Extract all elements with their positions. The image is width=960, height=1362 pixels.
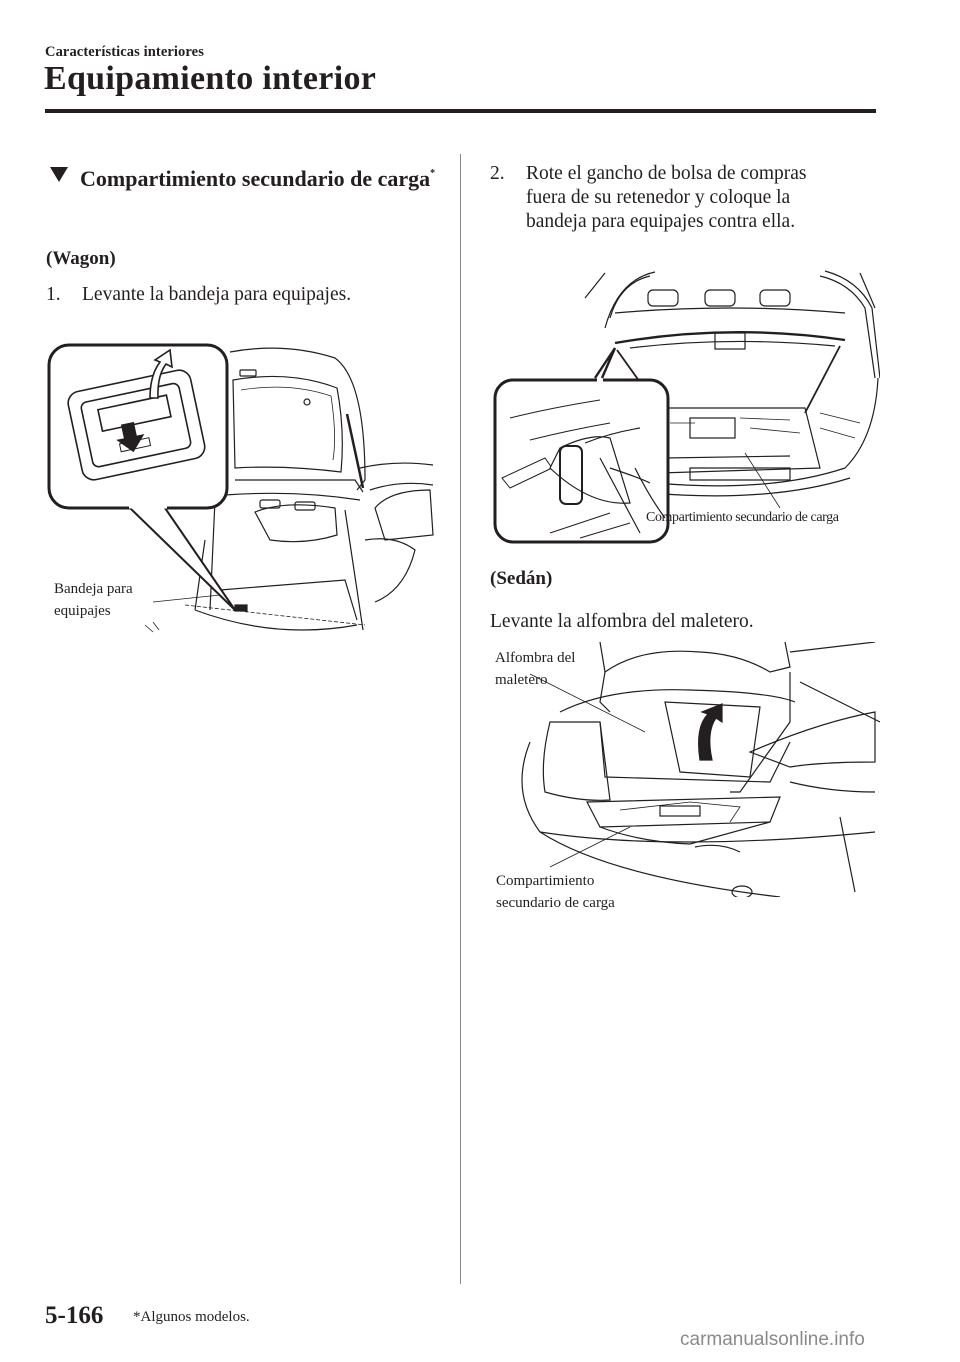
section-label: Características interiores bbox=[45, 44, 204, 60]
footnote: *Algunos modelos. bbox=[133, 1309, 250, 1325]
step-2: 2. Rote el gancho de bolsa de compras fu… bbox=[490, 162, 890, 234]
step-number: 1. bbox=[46, 284, 61, 305]
sedan-label: (Sedán) bbox=[490, 568, 553, 589]
wagon-label: (Wagon) bbox=[46, 248, 116, 269]
callout-label-sub-compartment: Compartimiento secundario de carga bbox=[646, 510, 839, 525]
sedan-instruction: Levante la alfombra del maletero. bbox=[490, 611, 754, 632]
step-1: 1. Levante la bandeja para equipajes. bbox=[46, 283, 446, 307]
step-number: 2. bbox=[490, 163, 505, 184]
page-number: 5-166 bbox=[45, 1302, 104, 1329]
section-heading: Compartimiento secundario de carga* bbox=[50, 160, 450, 192]
step-text-line-3: bandeja para equipajes contra ella. bbox=[526, 211, 796, 232]
footnote-marker: * bbox=[430, 168, 436, 179]
step-text: Levante la bandeja para equipajes. bbox=[82, 284, 352, 305]
column-divider bbox=[460, 154, 461, 1284]
down-triangle-icon bbox=[50, 167, 68, 182]
wagon-shopping-hook-figure bbox=[490, 268, 880, 548]
step-text-line-1: Rote el gancho de bolsa de compras bbox=[526, 163, 807, 184]
callout-label-trunk-mat: Alfombra del maletero bbox=[495, 650, 576, 688]
callout-label-luggage-board: Bandeja para equipajes bbox=[54, 581, 133, 619]
watermark: carmanualsonline.info bbox=[680, 1329, 865, 1350]
title-rule bbox=[45, 109, 876, 113]
page-title: Equipamiento interior bbox=[44, 60, 377, 97]
heading-text: Compartimiento secundario de carga bbox=[80, 166, 431, 191]
callout-label-sedan-sub-compartment: Compartimiento secundario de carga bbox=[496, 873, 615, 911]
sedan-trunk-figure bbox=[490, 642, 880, 897]
wagon-luggage-board-figure bbox=[45, 340, 435, 635]
step-text-line-2: fuera de su retenedor y coloque la bbox=[526, 187, 791, 208]
